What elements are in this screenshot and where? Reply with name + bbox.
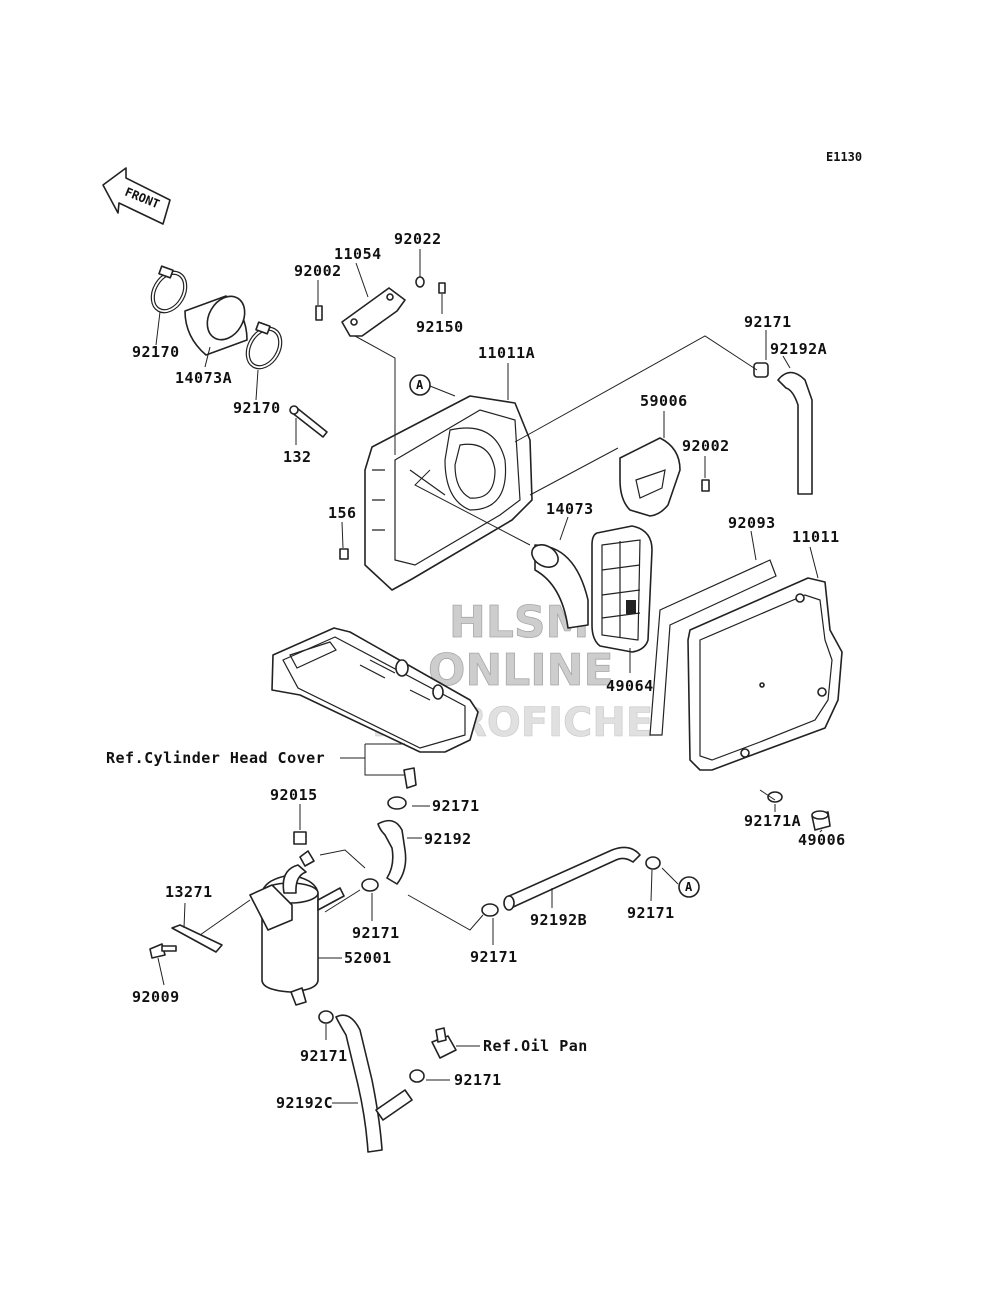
label-92002-top[interactable]: 92002 [294,262,342,280]
gasket-92093[interactable] [649,559,777,736]
label-132[interactable]: 132 [283,448,312,466]
ref-marker-a-top: A [409,374,431,396]
hose-92192B[interactable] [503,846,641,911]
label-92009[interactable]: 92009 [132,988,180,1006]
ref-oil-pan: Ref.Oil Pan [483,1037,588,1055]
label-92171-lower[interactable]: 92171 [470,948,518,966]
diagram-code: E1130 [826,150,862,164]
hose-14073[interactable] [528,540,589,629]
duct-14073A[interactable] [184,290,252,356]
clamp-92171-sep[interactable] [361,878,379,892]
label-11011A[interactable]: 11011A [478,344,535,362]
bolt-156[interactable] [339,548,349,560]
bolt-132[interactable] [289,405,328,438]
hose-92192C[interactable] [335,1014,413,1153]
clamp-92171-lower[interactable] [481,903,499,917]
label-92171-oilpan[interactable]: 92171 [454,1071,502,1089]
label-49064[interactable]: 49064 [606,677,654,695]
label-92170-right[interactable]: 92170 [233,399,281,417]
label-92192B[interactable]: 92192B [530,911,587,929]
bracket-13271[interactable] [171,924,223,953]
label-11011[interactable]: 11011 [792,528,840,546]
bolt-92009[interactable] [149,943,177,959]
clamp-92170-left[interactable] [144,265,194,319]
clamp-92171A[interactable] [767,791,783,803]
label-52001[interactable]: 52001 [344,949,392,967]
air-cleaner-cover-11011[interactable] [687,577,843,771]
label-49006[interactable]: 49006 [798,831,846,849]
ref-marker-a-bottom: A [678,876,700,898]
label-92171-mid[interactable]: 92171 [432,797,480,815]
clamp-92171-oilpan[interactable] [409,1069,425,1083]
fitting-head-cover [403,767,417,789]
label-14073A[interactable]: 14073A [175,369,232,387]
label-92192C[interactable]: 92192C [276,1094,333,1112]
watermark-line2: ONLINE [428,645,614,696]
label-92015[interactable]: 92015 [270,786,318,804]
bolt-92150[interactable] [438,282,446,294]
clamp-92170-right[interactable] [239,321,289,375]
cap-92015[interactable] [293,831,307,845]
cover-59006[interactable] [619,437,681,517]
label-156[interactable]: 156 [328,504,357,522]
label-92192A[interactable]: 92192A [770,340,827,358]
air-cleaner-housing-11011A[interactable] [364,395,533,591]
label-92171-top[interactable]: 92171 [744,313,792,331]
label-11054[interactable]: 11054 [334,245,382,263]
clamp-92171-right[interactable] [645,856,661,870]
label-92171A[interactable]: 92171A [744,812,801,830]
separator-52001[interactable] [249,850,345,1006]
ref-marker-a-bottom-label: A [685,880,693,894]
ref-cylinder-head-cover: Ref.Cylinder Head Cover [106,749,325,767]
cap-49006[interactable] [811,810,831,831]
hose-92192A[interactable] [777,371,813,495]
bolt-92002-top[interactable] [315,305,323,321]
label-92171-bottom[interactable]: 92171 [300,1047,348,1065]
ref-marker-a-top-label: A [416,378,424,392]
clamp-92171-mid[interactable] [387,796,407,810]
label-92171-right[interactable]: 92171 [627,904,675,922]
bolt-92002-right[interactable] [701,479,710,492]
clamp-92171-top[interactable] [753,362,769,378]
label-59006[interactable]: 59006 [640,392,688,410]
label-92002-right[interactable]: 92002 [682,437,730,455]
label-92170-left[interactable]: 92170 [132,343,180,361]
clamp-92171-bottom[interactable] [318,1010,334,1024]
part-labels: 92022 11054 92002 92150 92170 14073A 921… [106,230,846,1112]
label-92171-sep[interactable]: 92171 [352,924,400,942]
washer-92022[interactable] [415,276,425,288]
label-14073[interactable]: 14073 [546,500,594,518]
leader-lines [155,249,823,1104]
bracket-11054[interactable] [341,287,406,337]
label-92192[interactable]: 92192 [424,830,472,848]
hose-92192[interactable] [377,819,407,885]
front-arrow-icon: FRONT [102,167,171,225]
fitting-oil-pan [431,1027,457,1059]
label-92022[interactable]: 92022 [394,230,442,248]
cylinder-head-cover [271,627,479,753]
filter-element-49064[interactable] [591,525,653,653]
label-13271[interactable]: 13271 [165,883,213,901]
label-92150[interactable]: 92150 [416,318,464,336]
label-92093[interactable]: 92093 [728,514,776,532]
